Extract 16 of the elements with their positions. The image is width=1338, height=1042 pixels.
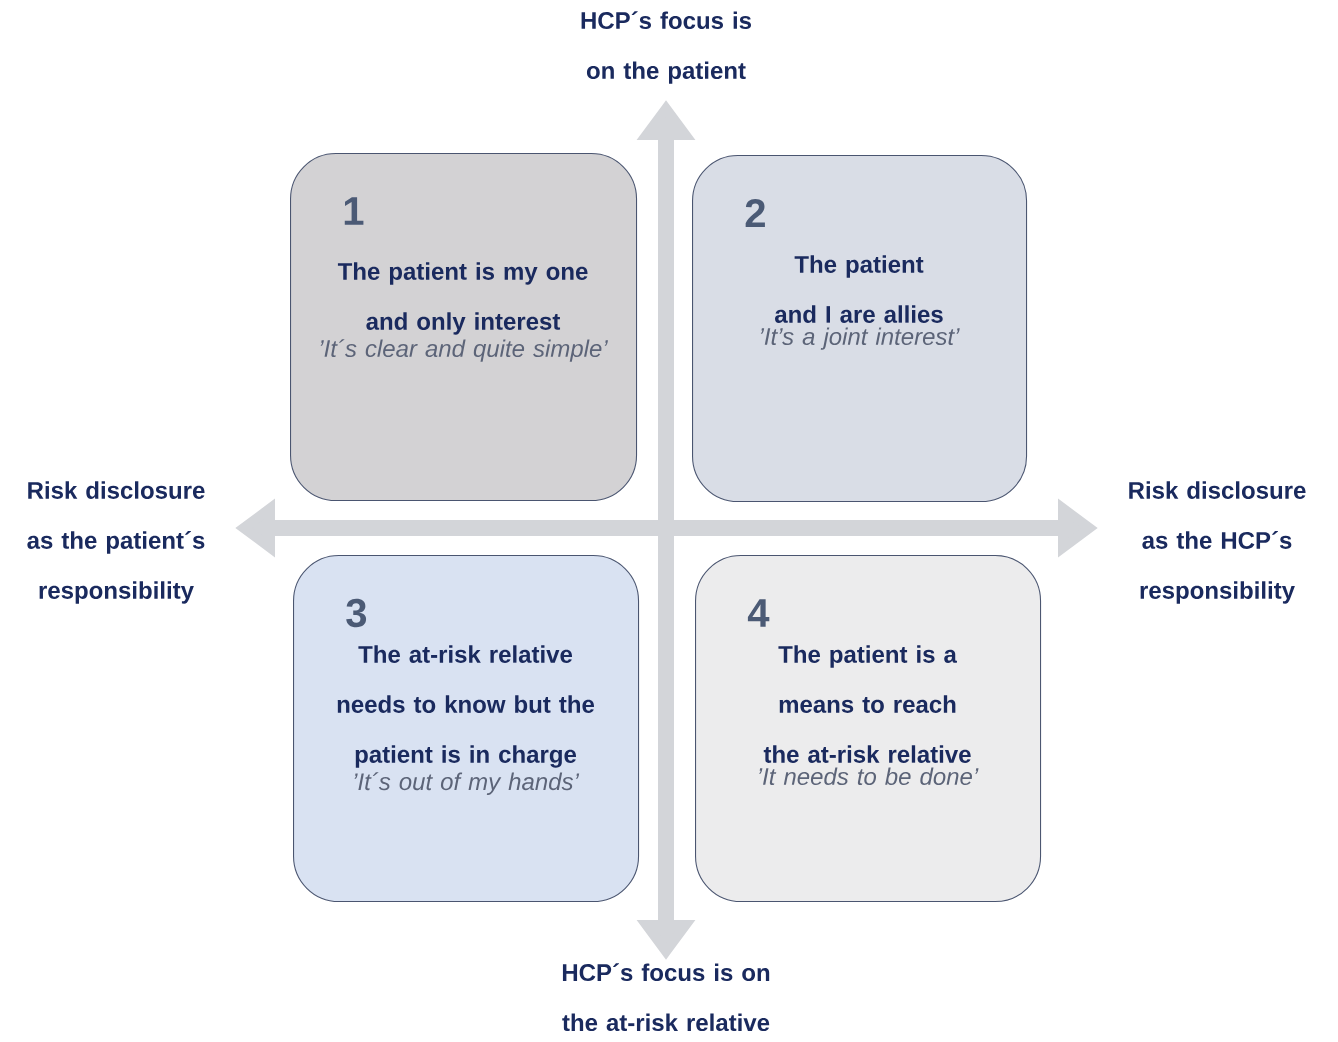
quote-text: ’It´s out of my hands’: [354, 772, 580, 795]
quote-text: ’It´s clear and quite simple’: [320, 339, 608, 362]
quadrant-title: The at-risk relative needs to know but the patient is in charge: [337, 645, 595, 768]
quote-text: ’It needs to be done’: [759, 767, 979, 786]
quadrant-number: 4: [747, 599, 770, 627]
quadrant-title: The patient and I are allies: [775, 255, 943, 323]
quadrant-title: The patient is a means to reach the at-risk relative: [763, 645, 971, 763]
quadrant-title: The patient is my one and only interest: [337, 262, 588, 335]
quadrant-number: 1: [344, 197, 364, 225]
axis-label: HCP´s focus is on the at-risk relative: [562, 963, 770, 1032]
axis-label: Risk disclosure as the patient´s responsibility: [27, 481, 205, 604]
quadrant-number: 3: [346, 598, 367, 628]
axis-label: HCP´s focus is on the patient: [581, 11, 751, 84]
axis-label: Risk disclosure as the HCP´s responsibility: [1129, 481, 1306, 604]
quote-text: ’It’s a joint interest’: [760, 327, 960, 350]
quadrant-number: 2: [745, 199, 765, 227]
